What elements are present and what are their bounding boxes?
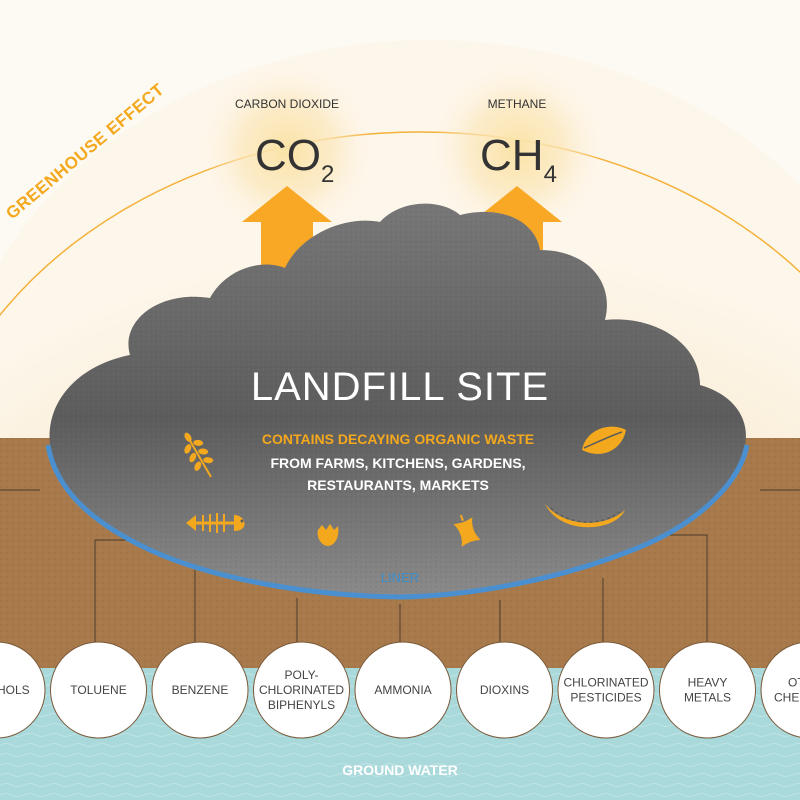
gas-formula-co2: CO2 bbox=[255, 131, 334, 188]
wheat-icon bbox=[184, 432, 214, 478]
gas-formula-ch4: CH4 bbox=[480, 131, 557, 188]
chemical-list: ALCOHOLSTOLUENEBENZENEPOLY-CHLORINATEDBI… bbox=[0, 641, 800, 739]
chemical-label: TOLUENE bbox=[70, 683, 126, 697]
melon-rind-icon bbox=[545, 504, 625, 528]
chemical-label: BENZENE bbox=[172, 683, 229, 697]
landfill-title: LANDFILL SITE bbox=[251, 365, 549, 409]
ch4-glow bbox=[432, 65, 602, 235]
waste-description-line-1: CONTAINS DECAYING ORGANIC WASTE bbox=[262, 431, 534, 447]
chemical-label: POLY- bbox=[284, 668, 318, 682]
chemical-item: DIOXINS bbox=[456, 641, 553, 739]
ground-water-label: GROUND WATER bbox=[342, 762, 458, 778]
greenhouse-arc bbox=[0, 131, 800, 317]
liner bbox=[45, 444, 750, 600]
chemical-circle bbox=[760, 642, 800, 738]
chemical-circle bbox=[456, 641, 553, 739]
chemical-circle bbox=[50, 641, 147, 739]
chemical-circle bbox=[253, 641, 350, 739]
chemical-item: AMMONIA bbox=[354, 641, 452, 739]
waste-description-line-2: FROM FARMS, KITCHENS, GARDENS, bbox=[270, 455, 525, 471]
chemical-item: BENZENE bbox=[151, 641, 249, 739]
chemical-label: DIOXINS bbox=[480, 683, 529, 697]
chemical-circle bbox=[557, 641, 655, 739]
chemical-label: OTHER bbox=[788, 676, 800, 690]
chemical-label: CHLORINATED bbox=[259, 683, 344, 697]
gas-ch4: METHANE CH4 bbox=[480, 97, 557, 188]
gas-name-co2: CARBON DIOXIDE bbox=[235, 97, 339, 111]
co2-glow bbox=[202, 65, 372, 235]
chemical-circle bbox=[151, 641, 249, 739]
chemical-label: CHEMICALS bbox=[774, 691, 800, 705]
liner-label: LINER bbox=[381, 570, 419, 585]
chemical-circle bbox=[354, 641, 452, 739]
fish-bone-icon bbox=[186, 513, 245, 533]
chemical-label: ALCOHOLS bbox=[0, 683, 30, 697]
chemical-circle bbox=[0, 641, 46, 739]
chemical-label: METALS bbox=[684, 691, 731, 705]
eggshell-icon bbox=[317, 524, 339, 546]
chemical-label: PESTICIDES bbox=[570, 691, 641, 705]
apple-core-icon bbox=[453, 514, 481, 547]
chemical-label: CHLORINATED bbox=[563, 676, 648, 690]
chemical-item: ALCOHOLS bbox=[0, 641, 46, 739]
gas-name-ch4: METHANE bbox=[488, 97, 547, 111]
chemical-label: BIPHENYLS bbox=[268, 698, 335, 712]
chemical-item: TOLUENE bbox=[50, 641, 147, 739]
waste-description-line-3: RESTAURANTS, MARKETS bbox=[307, 477, 489, 493]
chemical-label: HEAVY bbox=[688, 676, 728, 690]
chemical-item: OTHERCHEMICALS bbox=[760, 642, 800, 738]
chemical-circle bbox=[659, 641, 756, 739]
leaf-icon bbox=[582, 426, 626, 454]
gas-co2: CARBON DIOXIDE CO2 bbox=[235, 97, 339, 188]
chemical-label: AMMONIA bbox=[374, 683, 431, 697]
